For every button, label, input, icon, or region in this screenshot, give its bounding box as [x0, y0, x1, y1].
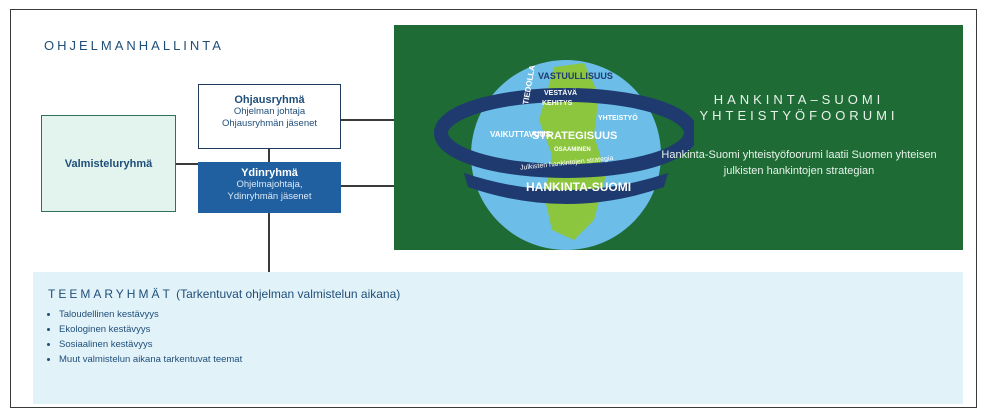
- steering-group-line1: Ohjelman johtaja: [233, 106, 306, 117]
- core-group-line1: Ohjelmajohtaja,: [236, 179, 303, 190]
- steering-group-box: Ohjausryhmä Ohjelman johtaja Ohjausryhmä…: [198, 84, 341, 149]
- preparation-group-box: Valmisteluryhmä: [41, 115, 176, 212]
- globe-word-strategisuus: STRATEGISUUS: [532, 130, 617, 142]
- connector-core-forum: [341, 185, 394, 187]
- connector-core-themes: [268, 213, 270, 272]
- globe-word-yhteistyo: YHTEISTYÖ: [598, 113, 638, 122]
- theme-groups-panel: TEEMARYHMÄT (Tarkentuvat ohjelman valmis…: [33, 272, 963, 404]
- globe-word-kehitys: KEHITYS: [542, 100, 573, 107]
- theme-list: Taloudellinen kestävyys Ekologinen kestä…: [39, 307, 242, 367]
- theme-item: Taloudellinen kestävyys: [59, 307, 242, 322]
- page-title: OHJELMANHALLINTA: [44, 38, 224, 53]
- preparation-group-label: Valmisteluryhmä: [64, 157, 153, 170]
- core-group-box: Ydinryhmä Ohjelmajohtaja, Ydinryhmän jäs…: [198, 162, 341, 213]
- steering-group-title: Ohjausryhmä: [234, 94, 305, 106]
- globe-word-vaikuttavuus: VAIKUTTAVUUS: [490, 130, 552, 139]
- globe-band-text: HANKINTA-SUOMI: [526, 180, 631, 194]
- theme-item: Muut valmistelun aikana tarkentuvat teem…: [59, 352, 242, 367]
- theme-item: Sosiaalinen kestävyys: [59, 337, 242, 352]
- forum-title: HANKINTA–SUOMI YHTEISTYÖFOORUMI: [646, 92, 952, 124]
- forum-globe-logo: TIEDOLLA VASTUULLISUUS VESTÄVÄ KEHITYS Y…: [434, 60, 694, 250]
- forum-panel: TIEDOLLA VASTUULLISUUS VESTÄVÄ KEHITYS Y…: [394, 25, 963, 250]
- theme-groups-title: TEEMARYHMÄT: [48, 287, 173, 301]
- connector-prep: [176, 163, 198, 165]
- theme-item: Ekologinen kestävyys: [59, 322, 242, 337]
- forum-title-line2: YHTEISTYÖFOORUMI: [699, 108, 899, 123]
- globe-word-osaaminen: OSAAMINEN: [554, 147, 591, 153]
- steering-group-line2: Ohjausryhmän jäsenet: [221, 118, 318, 129]
- connector-vertical: [268, 149, 270, 162]
- connector-steer-forum: [341, 119, 394, 121]
- globe-word-vastuullisuus: VASTUULLISUUS: [538, 71, 613, 81]
- theme-groups-heading: TEEMARYHMÄT (Tarkentuvat ohjelman valmis…: [48, 287, 400, 301]
- theme-groups-subtitle: (Tarkentuvat ohjelman valmistelun aikana…: [176, 287, 401, 301]
- core-group-title: Ydinryhmä: [241, 167, 298, 179]
- forum-title-line1: HANKINTA–SUOMI: [713, 92, 885, 107]
- forum-description: Hankinta-Suomi yhteistyöfoorumi laatii S…: [661, 149, 937, 177]
- core-group-line2: Ydinryhmän jäsenet: [227, 191, 312, 202]
- globe-word-vestava: VESTÄVÄ: [544, 89, 577, 97]
